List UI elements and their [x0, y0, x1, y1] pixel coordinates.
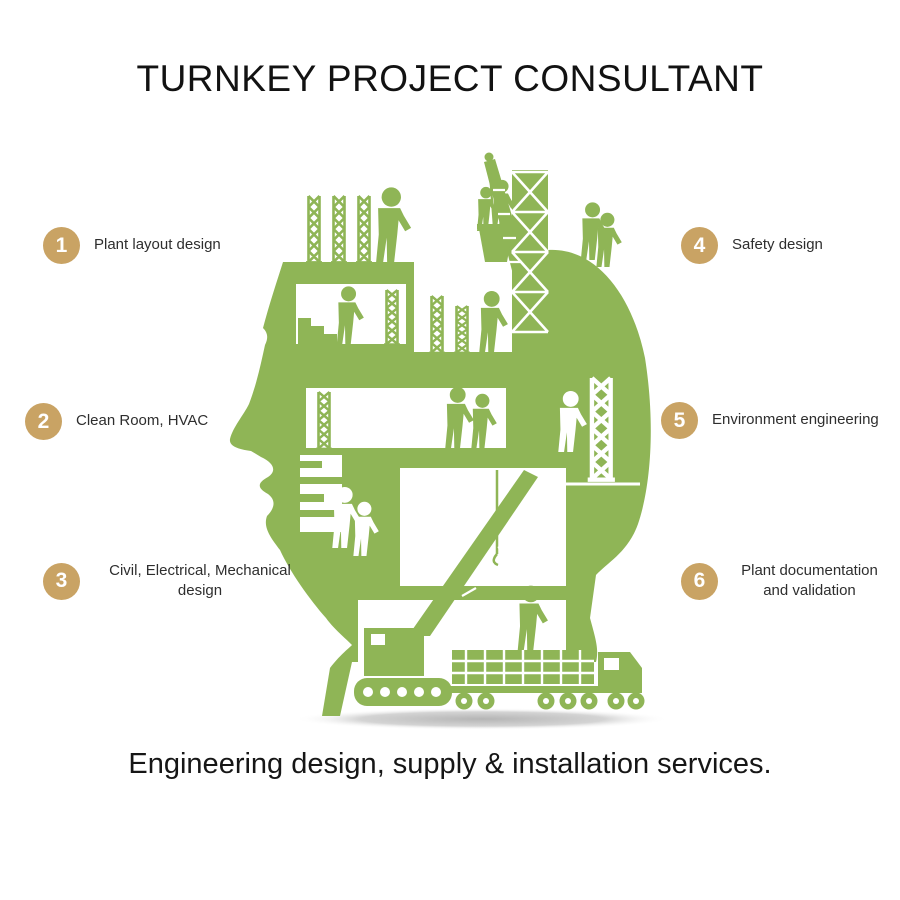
worker-icon — [479, 290, 508, 352]
step-4-label: Safety design — [732, 236, 823, 254]
step-1: 1 Plant layout design — [43, 227, 221, 264]
step-1-badge: 1 — [43, 227, 80, 264]
step-1-label: Plant layout design — [94, 236, 221, 254]
page-title: TURNKEY PROJECT CONSULTANT — [136, 58, 764, 99]
step-3: 3 Civil, Electrical, Mechanical design — [43, 561, 306, 602]
step-6: 6 Plant documentation and validation — [681, 561, 887, 602]
crane-mast-lattice — [511, 170, 549, 334]
ground-shadow — [294, 708, 670, 730]
scaffold-tower-icon — [427, 294, 447, 355]
white-details — [332, 170, 640, 704]
step-2-label: Clean Room, HVAC — [76, 412, 209, 430]
scaffold-tower-icon — [304, 194, 374, 264]
footer-caption: Engineering design, supply & installatio… — [128, 748, 772, 780]
step-6-badge: 6 — [681, 562, 718, 600]
worker-icon — [376, 187, 412, 262]
girder-lattice — [452, 650, 594, 684]
step-3-badge: 3 — [43, 562, 80, 600]
step-5: 5 Environment engineering — [661, 402, 879, 439]
step-2-badge: 2 — [25, 403, 62, 440]
boom-lattice — [443, 188, 522, 621]
step-3-label: Civil, Electrical, Mechanical design — [109, 562, 291, 600]
step-5-badge: 5 — [661, 402, 698, 439]
step-4: 4 Safety design — [681, 227, 823, 264]
step-6-label: Plant documentation and validation — [741, 562, 878, 600]
step-5-label: Environment engineering — [712, 411, 879, 429]
step-2: 2 Clean Room, HVAC — [25, 403, 208, 440]
scaffold-tower-icon — [452, 304, 472, 354]
step-4-badge: 4 — [681, 227, 718, 264]
